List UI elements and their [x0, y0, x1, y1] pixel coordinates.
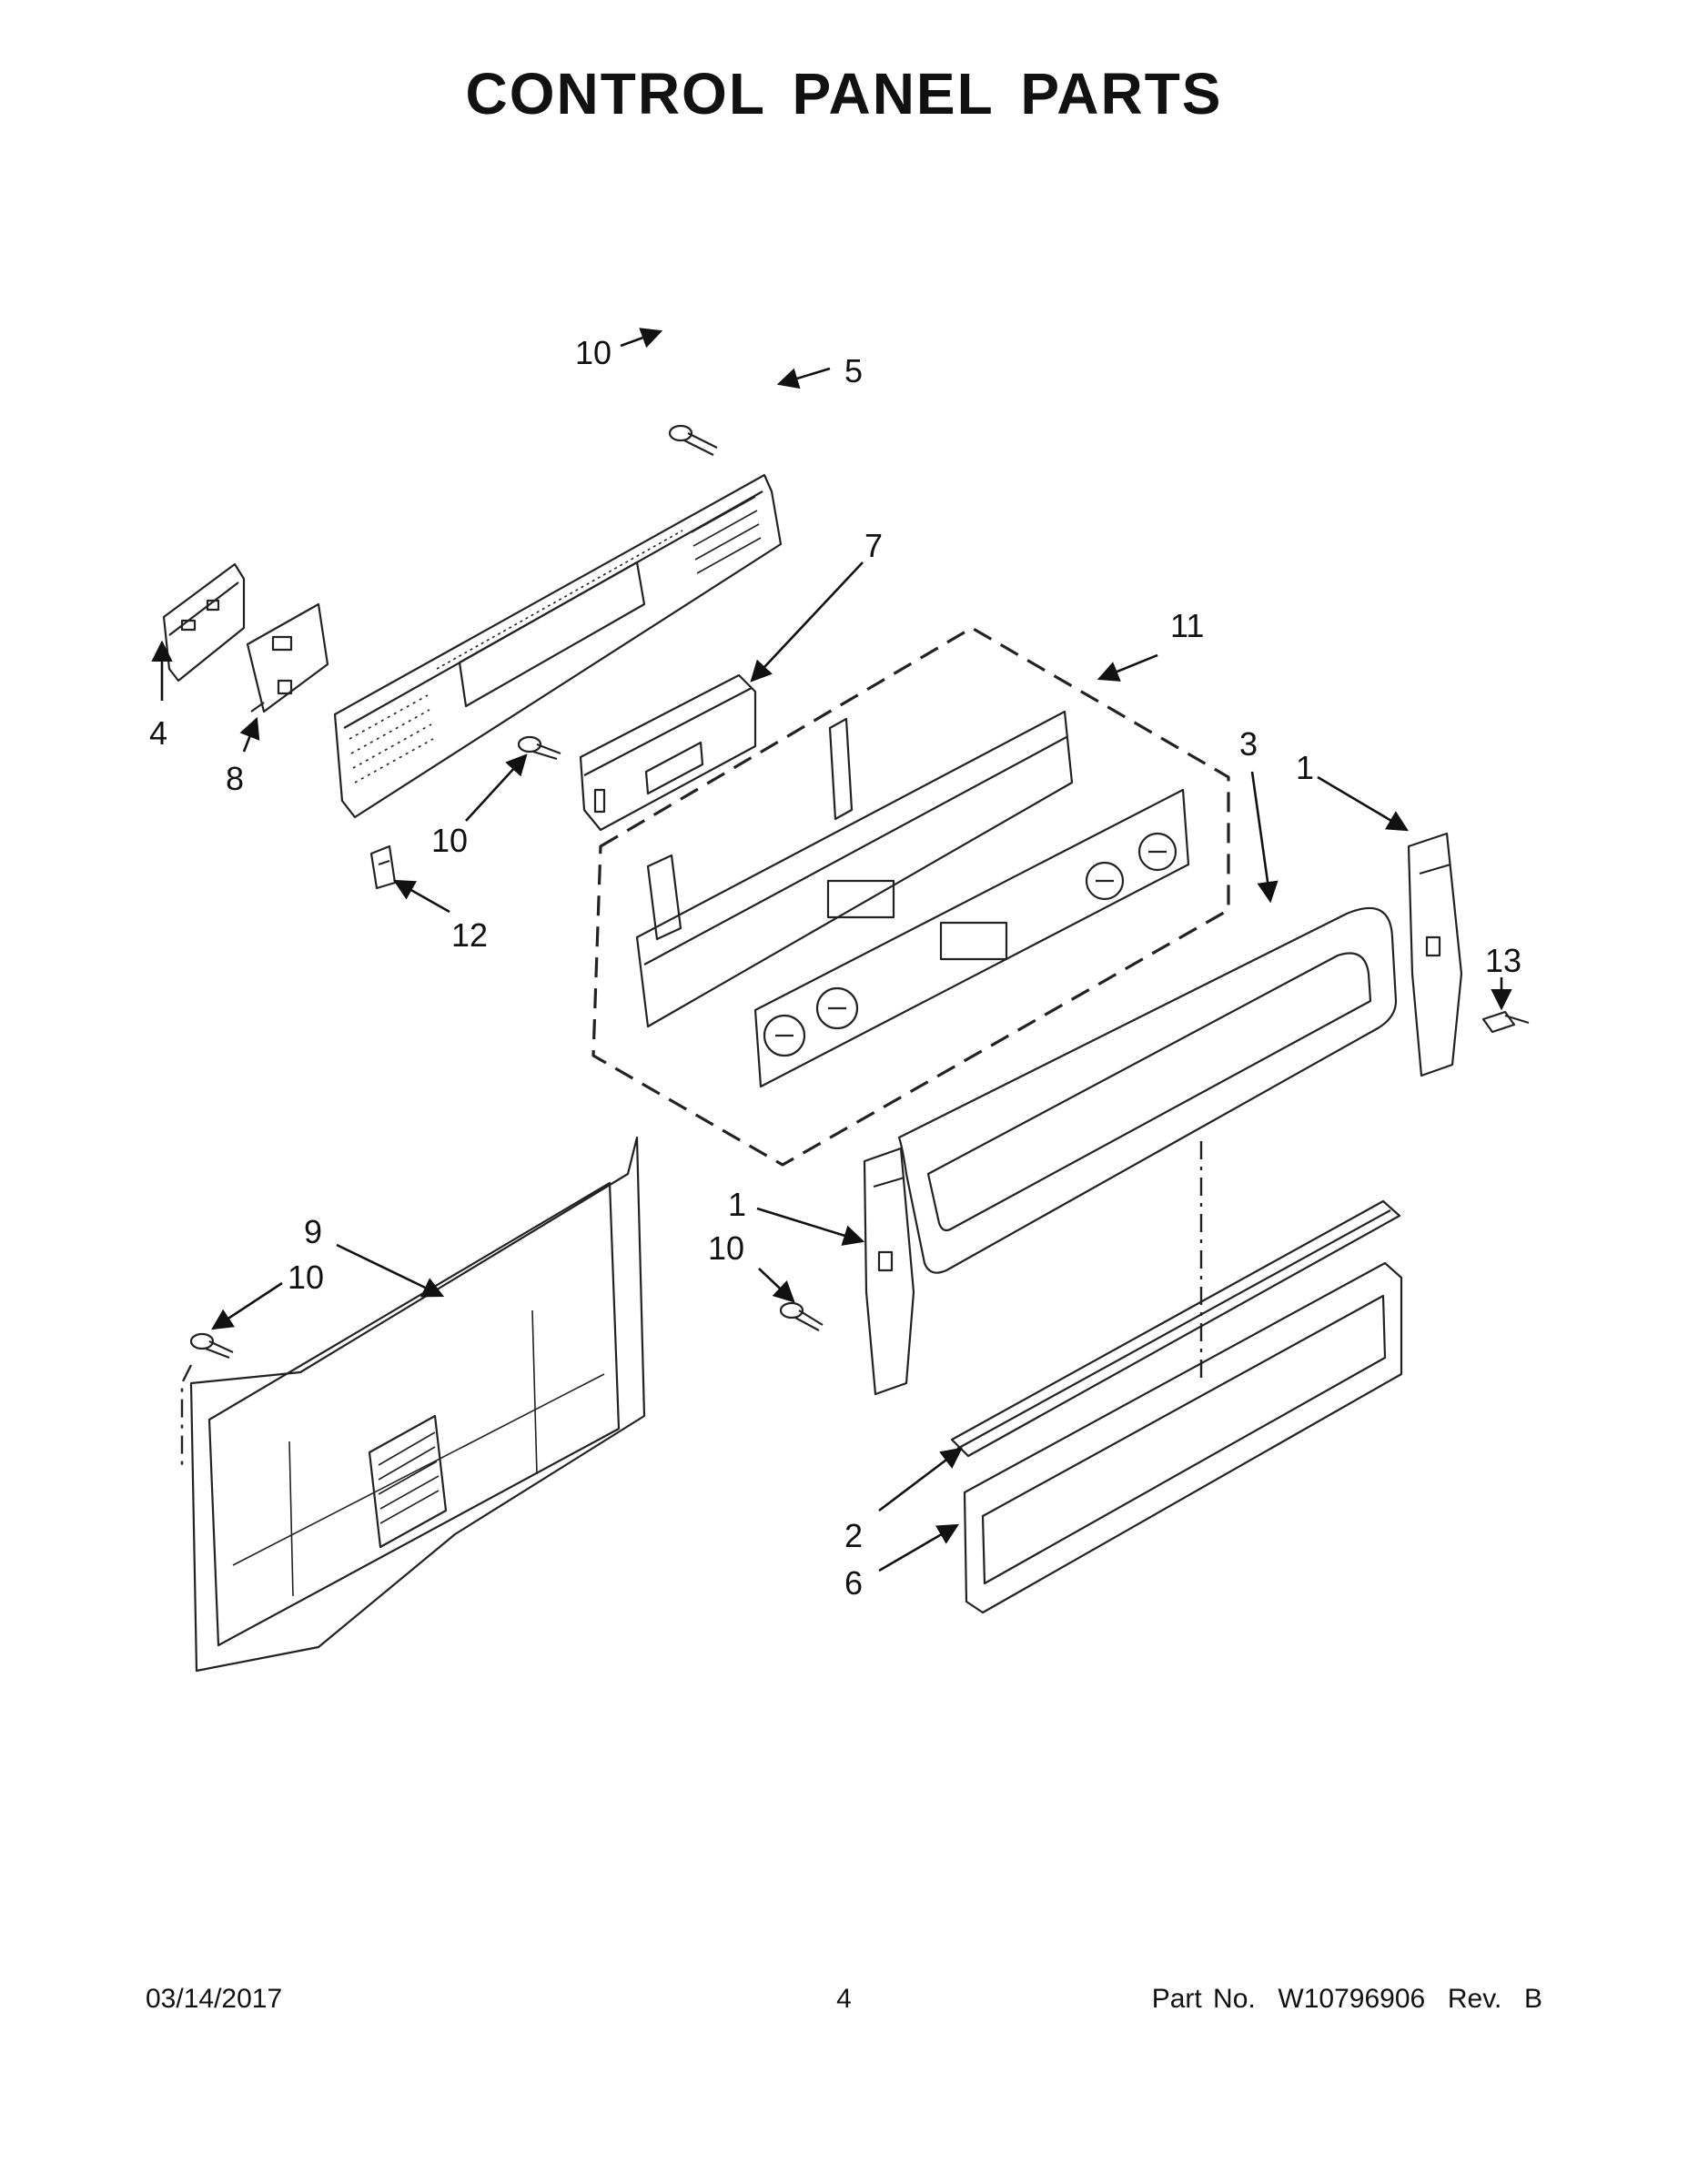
leader-arrow [1097, 653, 1158, 682]
circuit-board-part [162, 562, 246, 682]
alignment-line-left [180, 1364, 193, 1471]
callout-10-upper: 10 [575, 334, 612, 371]
leader-arrow [211, 1281, 283, 1330]
leader-arrow [336, 1243, 445, 1298]
footer-date: 03/14/2017 [146, 1984, 283, 2014]
screw-part-upper [668, 424, 718, 456]
leader-arrow [392, 879, 450, 914]
console-bracket [635, 710, 1074, 1028]
callout-12: 12 [451, 916, 488, 954]
side-end-cap-part-left [863, 1147, 915, 1396]
side-end-cap-part-right [1407, 832, 1463, 1077]
page-title: CONTROL PANEL PARTS [465, 61, 1223, 126]
toe-kick-frame-part [963, 1261, 1403, 1614]
callout-4: 4 [149, 714, 167, 752]
rear-panel-part [189, 1136, 646, 1673]
leader-arrow [1317, 775, 1410, 832]
callout-9: 9 [304, 1213, 322, 1250]
footer-page-number: 4 [836, 1984, 852, 2014]
leader-arrow [756, 1207, 865, 1246]
screw-part-middle [517, 735, 561, 761]
leader-arrow [776, 367, 831, 389]
screw-part-lower-left [189, 1332, 234, 1360]
clip-part [369, 844, 397, 890]
wire-connector-part [1481, 1010, 1530, 1034]
callout-6: 6 [844, 1564, 863, 1602]
callout-10-left: 10 [288, 1259, 324, 1296]
leader-arrow [620, 328, 663, 349]
control-overlay-panel [753, 788, 1190, 1088]
callout-2: 2 [844, 1517, 863, 1554]
callout-10-middle: 10 [431, 822, 468, 859]
board-bracket-part [246, 602, 329, 713]
leader-arrow [758, 1268, 795, 1303]
screw-part-side [779, 1301, 824, 1331]
leader-arrow [465, 753, 528, 822]
lower-brace-part [950, 1199, 1401, 1458]
leader-arrow [878, 1523, 960, 1572]
callout-7: 7 [864, 527, 883, 564]
callout-11: 11 [1170, 607, 1204, 644]
callout-5: 5 [844, 352, 863, 389]
callout-13: 13 [1485, 942, 1521, 979]
callout-1-right: 1 [1296, 749, 1314, 786]
leader-arrow [878, 1447, 963, 1512]
leader-arrow [1250, 771, 1279, 904]
callout-3: 3 [1239, 725, 1258, 763]
control-panel-trim-part [897, 906, 1398, 1274]
leader-arrow [750, 561, 864, 682]
upper-panel-bracket-part [333, 473, 783, 819]
control-panel-assembly-boundary [591, 626, 1230, 1167]
callout-8: 8 [226, 760, 244, 797]
footer-part-number: Part No. W10796906 Rev. B [1151, 1984, 1542, 2014]
electronic-control-module-part [579, 673, 757, 832]
callout-10-side: 10 [708, 1229, 744, 1267]
leader-arrow [239, 716, 260, 753]
callout-1-left: 1 [728, 1186, 746, 1223]
